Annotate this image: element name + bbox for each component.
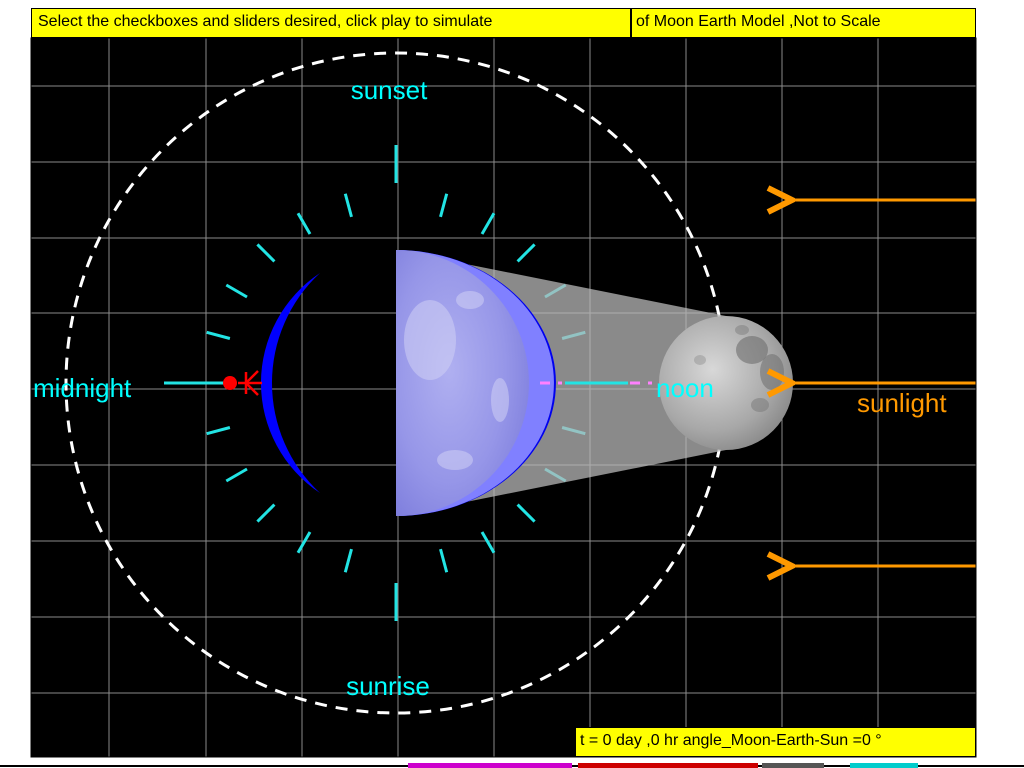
hour-tick	[225, 467, 248, 483]
sunlight-arrows	[792, 200, 976, 566]
hour-tick	[439, 193, 449, 218]
hour-tick	[343, 548, 353, 573]
hour-tick	[225, 283, 248, 299]
noon-label: noon	[656, 373, 714, 403]
observer-figure	[238, 370, 262, 396]
status-readout: t = 0 day ,0 hr angle_Moon-Earth-Sun =0 …	[575, 727, 976, 757]
control-gray[interactable]	[762, 763, 824, 768]
sunset-label: sunset	[351, 75, 428, 105]
midnight-label: midnight	[33, 373, 132, 403]
hour-tick	[256, 503, 276, 523]
title-banner: of Moon Earth Model ,Not to Scale	[631, 8, 976, 38]
earth	[396, 250, 554, 516]
hour-tick	[439, 548, 449, 573]
sunrise-label: sunrise	[346, 671, 430, 701]
hour-tick	[256, 243, 276, 263]
hour-tick	[296, 531, 312, 554]
control-cyan[interactable]	[850, 763, 918, 768]
hour-tick	[296, 212, 312, 235]
canvas-frame	[30, 37, 977, 758]
instruction-banner: Select the checkboxes and sliders desire…	[31, 8, 631, 38]
observer-marker[interactable]	[223, 376, 237, 390]
hour-tick	[343, 193, 353, 218]
control-red[interactable]	[578, 763, 758, 768]
hour-tick	[480, 531, 496, 554]
earth-night-crescent	[260, 273, 320, 493]
hour-tick	[206, 426, 231, 436]
hour-tick	[480, 212, 496, 235]
hour-tick	[516, 243, 536, 263]
sunlight-label: sunlight	[857, 388, 947, 418]
hour-tick	[206, 330, 231, 340]
control-magenta[interactable]	[408, 763, 572, 768]
hour-tick	[516, 503, 536, 523]
